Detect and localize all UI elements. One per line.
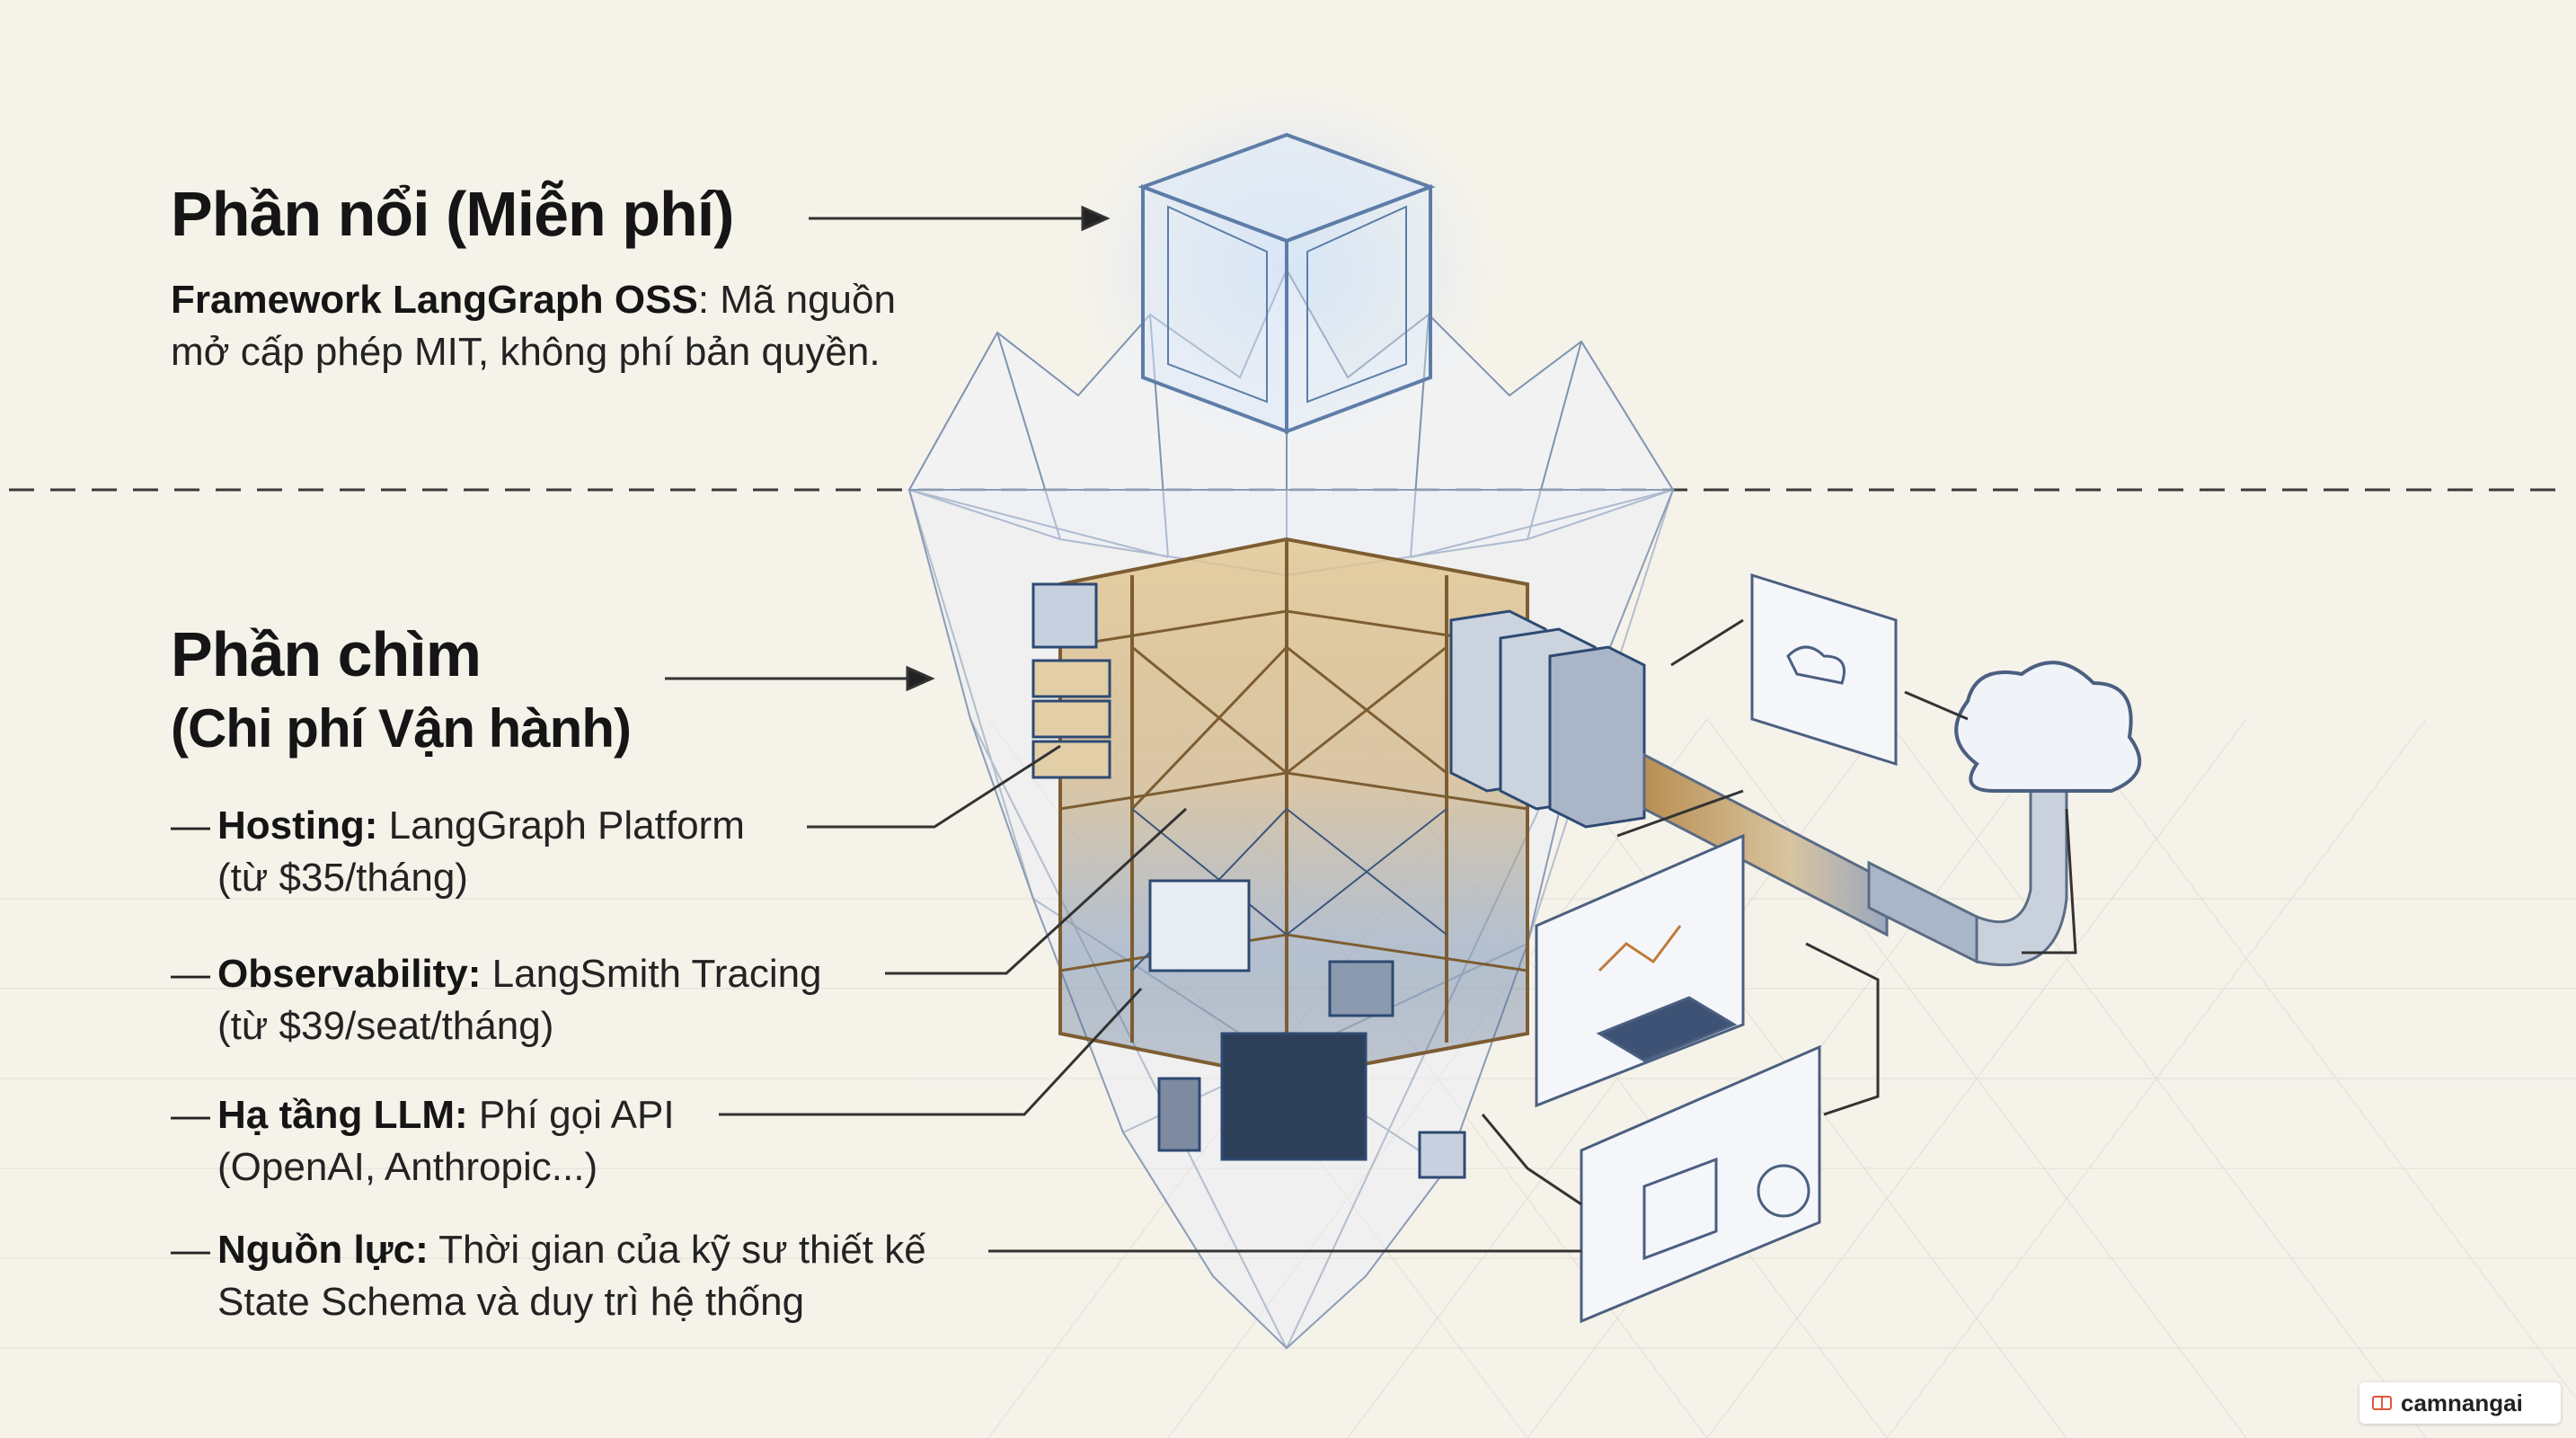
cost-item-resources: —Nguồn lực: Thời gian của kỹ sư thiết kế… [171, 1224, 926, 1328]
item-text: LangSmith Tracing [481, 952, 822, 996]
cube [1138, 132, 1436, 434]
sunk-subtitle: (Chi phí Vận hành) [171, 698, 632, 759]
browser-panel [1750, 573, 1898, 767]
external-servers [1449, 609, 1646, 829]
item-label: Nguồn lực: [217, 1228, 429, 1272]
item-text-2: (từ $35/tháng) [217, 856, 468, 900]
cost-item-hosting: —Hosting: LangGraph Platform (từ $35/thá… [171, 800, 745, 904]
server-racks [1031, 582, 1466, 1179]
surface-desc-bold: Framework LangGraph OSS [171, 278, 698, 322]
surface-desc-line2: mở cấp phép MIT, không phí bản quyền. [171, 330, 881, 374]
cloud-icon [1954, 661, 2142, 793]
item-dash: — [171, 1093, 210, 1137]
item-dash: — [171, 952, 210, 996]
connector-arrows [665, 205, 2077, 1253]
watermark-text: camnangai [2401, 1389, 2523, 1416]
cost-item-llm-infra: —Hạ tầng LLM: Phí gọi API (OpenAI, Anthr… [171, 1089, 675, 1194]
sunk-title: Phần chìm [171, 619, 482, 689]
item-label: Hạ tầng LLM: [217, 1093, 468, 1137]
surface-description: Framework LangGraph OSS: Mã nguồn mở cấp… [171, 274, 979, 378]
watermark-badge[interactable]: camnangai [2359, 1382, 2561, 1424]
item-label: Hosting: [217, 803, 378, 848]
surface-title: Phần nổi (Miễn phí) [171, 179, 734, 249]
monitor-panel [1580, 1044, 1821, 1324]
dashboard-panel [1535, 833, 1745, 1108]
item-text-2: (OpenAI, Anthropic...) [217, 1145, 598, 1189]
cost-item-observability: —Observability: LangSmith Tracing (từ $3… [171, 948, 822, 1052]
item-text-2: State Schema và duy trì hệ thống [217, 1280, 805, 1324]
item-text: Phí gọi API [467, 1093, 675, 1137]
item-dash: — [171, 803, 210, 848]
item-text-2: (từ $39/seat/tháng) [217, 1004, 554, 1048]
item-dash: — [171, 1228, 210, 1272]
pipe [1642, 744, 2068, 967]
item-text: LangGraph Platform [377, 803, 745, 848]
item-text: Thời gian của kỹ sư thiết kế [428, 1228, 926, 1272]
book-icon [2372, 1396, 2392, 1410]
item-label: Observability: [217, 952, 482, 996]
surface-desc-line1: : Mã nguồn [697, 278, 896, 322]
